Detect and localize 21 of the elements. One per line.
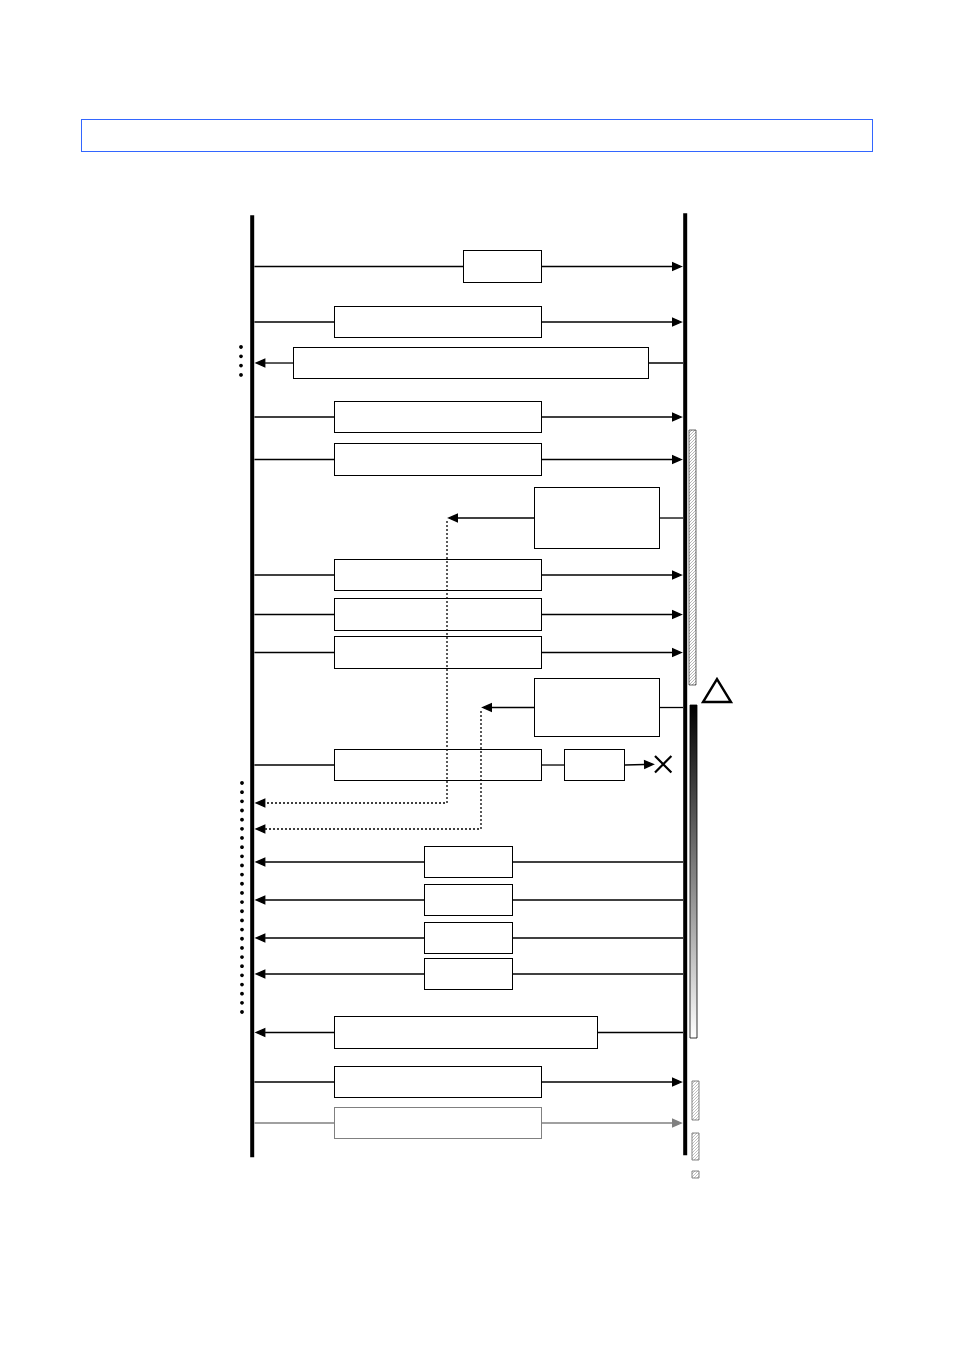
- message-box: [463, 250, 542, 283]
- message-box: [424, 922, 513, 954]
- message-box: [334, 559, 542, 591]
- message-box: [334, 636, 542, 669]
- message-box: [534, 487, 660, 549]
- message-box: [564, 749, 625, 781]
- message-box: [334, 1066, 542, 1098]
- message-box: [334, 401, 542, 433]
- message-box: [424, 958, 513, 990]
- message-box: [293, 347, 649, 379]
- message-box: [424, 846, 513, 878]
- message-box: [334, 443, 542, 476]
- message-box: [334, 306, 542, 338]
- message-box: [334, 1107, 542, 1139]
- message-box: [334, 598, 542, 631]
- header-box: [81, 119, 873, 152]
- message-box: [334, 749, 542, 781]
- message-box: [334, 1016, 598, 1049]
- message-box: [424, 884, 513, 916]
- message-box: [534, 678, 660, 737]
- destroy-mark: [653, 754, 673, 774]
